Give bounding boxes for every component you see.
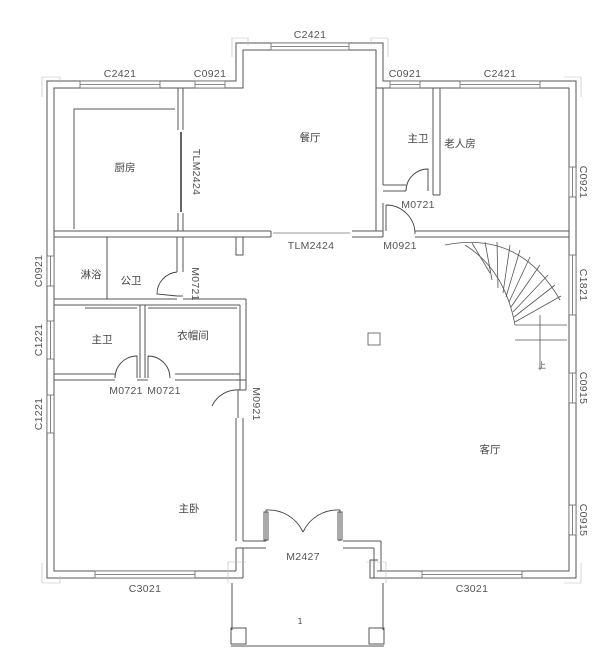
- door-code: M2427: [286, 551, 320, 563]
- window-code: C1221: [33, 324, 45, 356]
- interior-walls: [54, 88, 569, 541]
- room-label-master-bedroom: 主卧: [179, 502, 200, 515]
- door-code: M0721: [401, 199, 435, 211]
- room-label-public-bath: 公卫: [121, 275, 142, 287]
- door-code: M0921: [383, 240, 417, 252]
- room-label-dining: 餐厅: [300, 131, 321, 144]
- room-label-living-room: 客厅: [480, 443, 501, 456]
- window-code: C0915: [577, 372, 589, 404]
- spiral-stair: [367, 241, 567, 370]
- room-label-closet: 衣帽间: [177, 329, 209, 342]
- porch: [230, 583, 385, 647]
- window-code: C0921: [33, 255, 45, 287]
- window-code: C0915: [577, 504, 589, 536]
- window-code: C2421: [104, 68, 136, 80]
- room-label-porch: 1: [297, 617, 302, 626]
- window-code: C1821: [577, 269, 589, 301]
- window-code: C2421: [484, 68, 516, 80]
- exterior-walls: [41, 37, 582, 584]
- room-label-elder-room: 老人房: [444, 137, 476, 150]
- room-label-shower: 淋浴: [81, 268, 102, 281]
- room-labels: 厨房 餐厅 主卫 老人房 淋浴 公卫 主卫 衣帽间 客厅 主卧 1 上: [81, 131, 547, 626]
- door-code: TLM2424: [288, 240, 334, 252]
- doors: [114, 132, 429, 541]
- window-code: C1221: [33, 398, 45, 430]
- room-label-kitchen: 厨房: [115, 161, 136, 174]
- door-codes: TLM2424 TLM2424 M0721 M0921 M0721 M0721 …: [109, 149, 435, 563]
- window-code: C3021: [129, 583, 161, 595]
- door-code: M0721: [109, 385, 143, 397]
- window-code: C2421: [294, 29, 326, 41]
- room-label-master-bath-top: 主卫: [408, 133, 429, 145]
- stair-up-label: 上: [538, 361, 546, 370]
- window-code: C0921: [194, 68, 226, 80]
- window-codes: C2421 C2421 C0921 C0921 C2421 C0921 C092…: [33, 29, 589, 595]
- window-code: C3021: [456, 583, 488, 595]
- door-code: M0721: [147, 385, 181, 397]
- room-label-master-bath: 主卫: [92, 334, 113, 346]
- window-code: C0921: [389, 68, 421, 80]
- door-code: TLM2424: [190, 149, 202, 195]
- window-code: C0921: [577, 166, 589, 198]
- windows: [46, 42, 577, 579]
- door-code: M0721: [189, 267, 201, 301]
- door-code: M0921: [250, 387, 262, 421]
